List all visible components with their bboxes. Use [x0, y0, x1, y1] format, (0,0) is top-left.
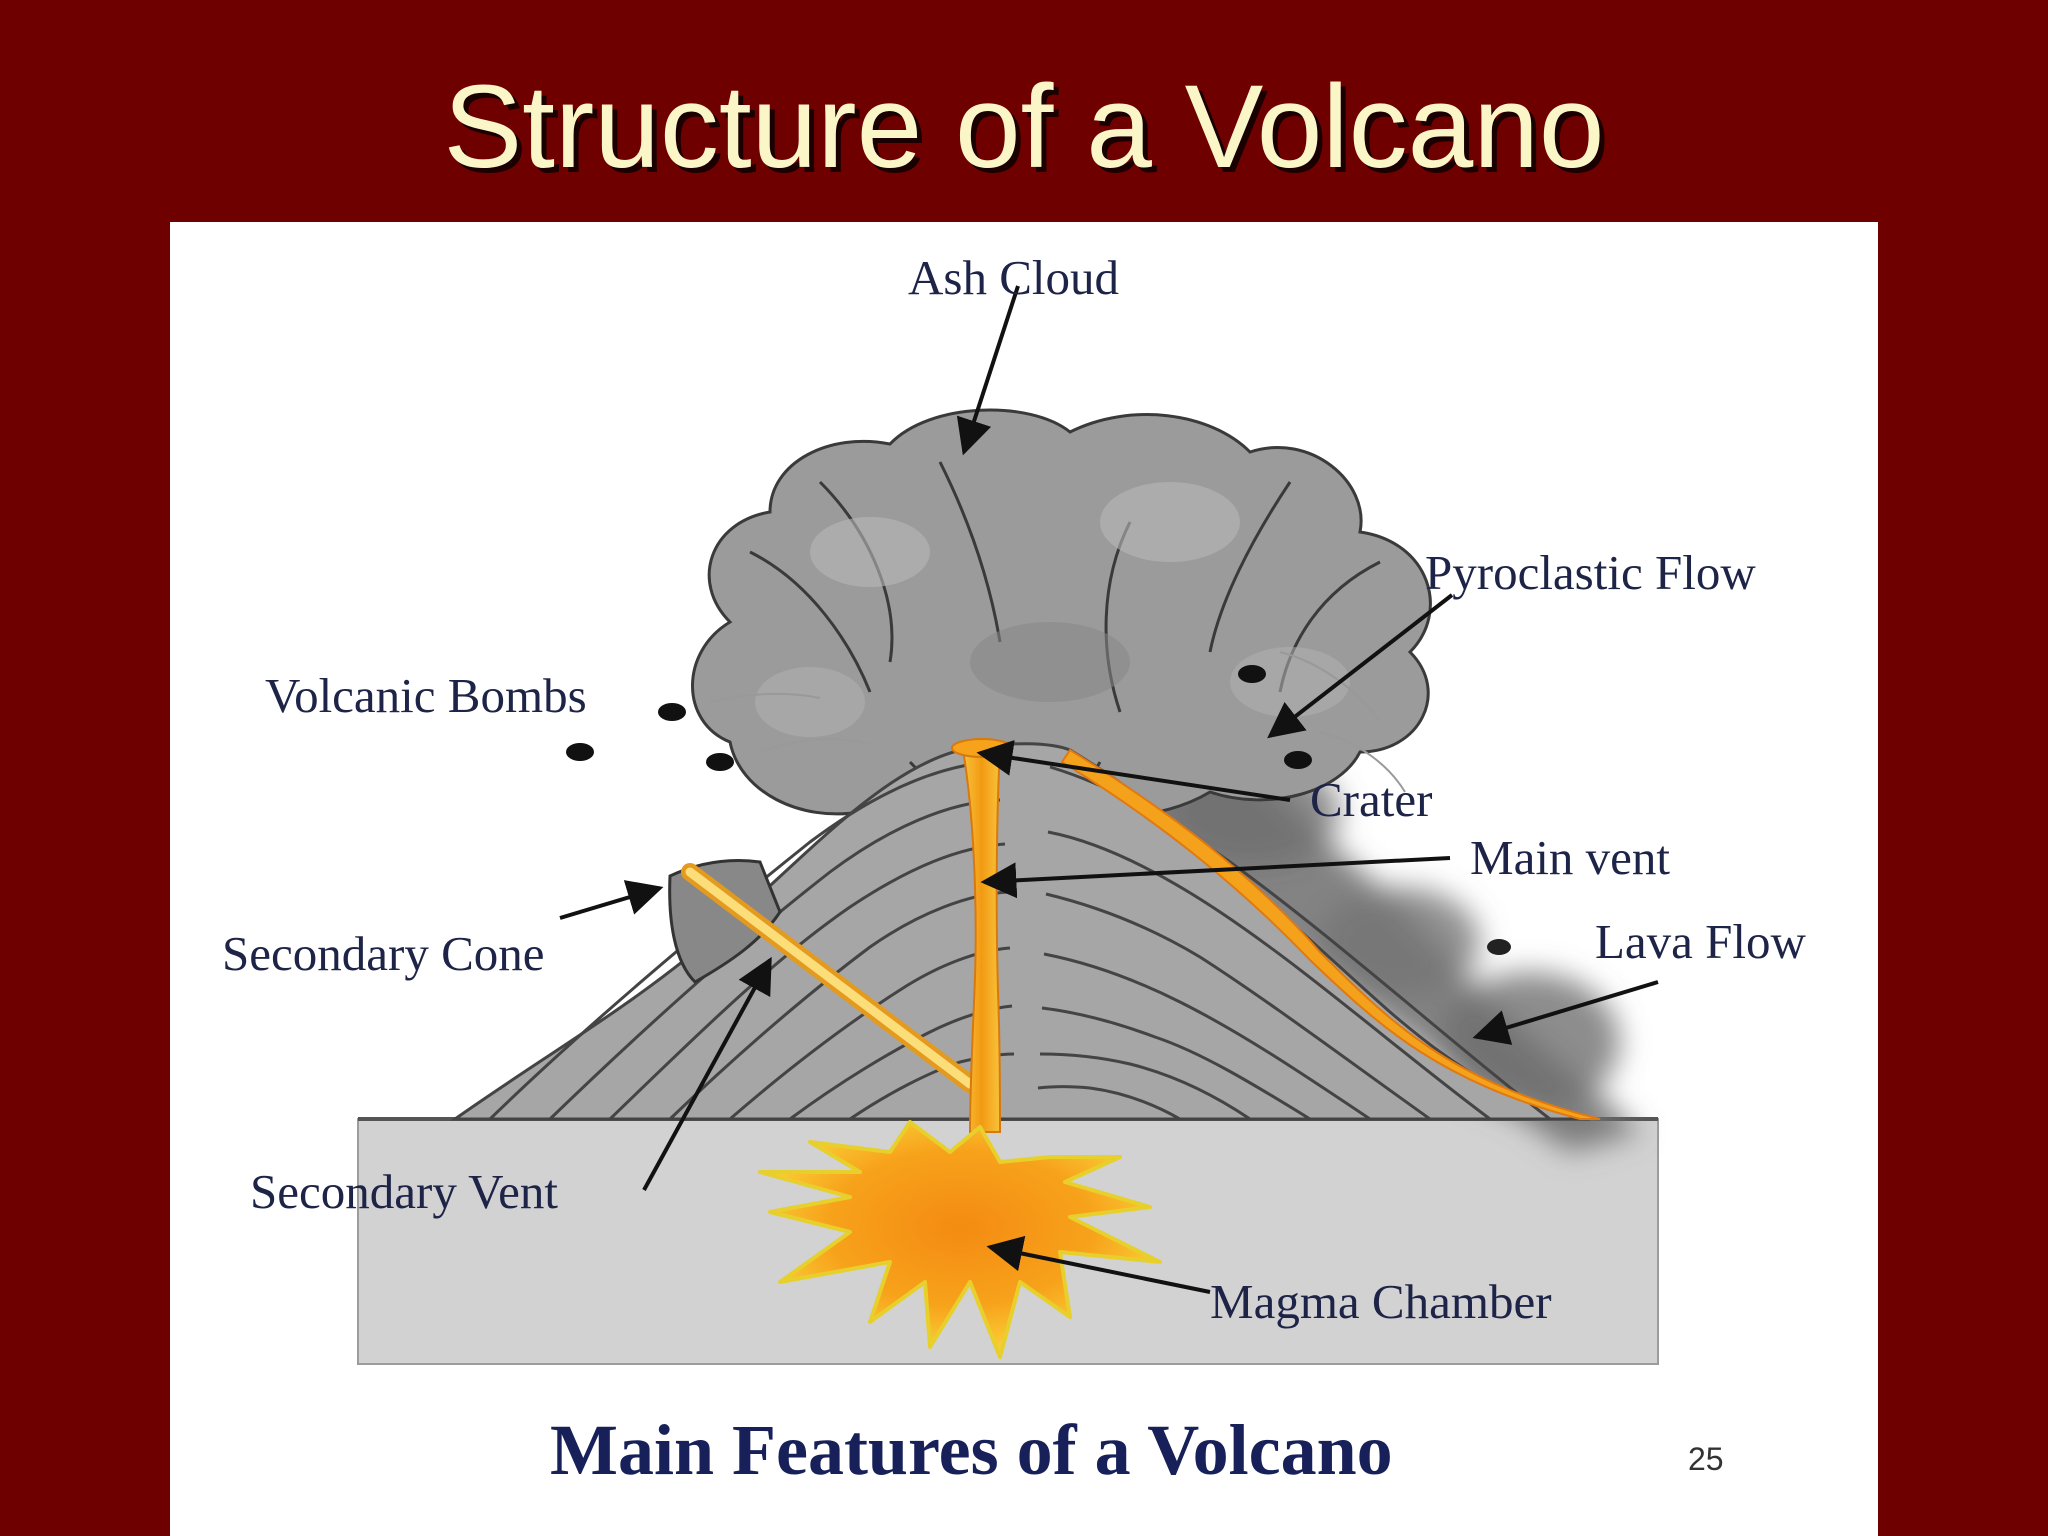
slide-title: Structure of a Volcano: [443, 61, 1605, 193]
volcanic-bombs: [566, 651, 1511, 955]
label-main-vent: Main vent: [1470, 830, 1670, 885]
volcano-diagram: Ash Cloud Pyroclastic Flow Volcanic Bomb…: [222, 250, 1807, 1490]
page-number: 25: [1688, 1441, 1724, 1477]
label-pyroclastic-flow: Pyroclastic Flow: [1425, 545, 1756, 600]
label-lava-flow: Lava Flow: [1595, 914, 1807, 969]
diagram-panel: Ash Cloud Pyroclastic Flow Volcanic Bomb…: [170, 222, 1878, 1536]
label-crater: Crater: [1310, 772, 1432, 827]
label-secondary-vent: Secondary Vent: [250, 1164, 558, 1219]
secondary-cone: [668, 859, 782, 984]
magma-chamber: [758, 1120, 1162, 1359]
leader-arrows: [559, 285, 1659, 1294]
diagram-caption: Main Features of a Volcano: [550, 1410, 1393, 1490]
label-magma-chamber: Magma Chamber: [1210, 1274, 1552, 1329]
label-secondary-cone: Secondary Cone: [222, 926, 545, 981]
lava-flow: [1060, 748, 1601, 1120]
label-volcanic-bombs: Volcanic Bombs: [265, 668, 587, 723]
label-ash-cloud: Ash Cloud: [908, 250, 1119, 305]
volcano-cone: [450, 742, 1591, 1121]
